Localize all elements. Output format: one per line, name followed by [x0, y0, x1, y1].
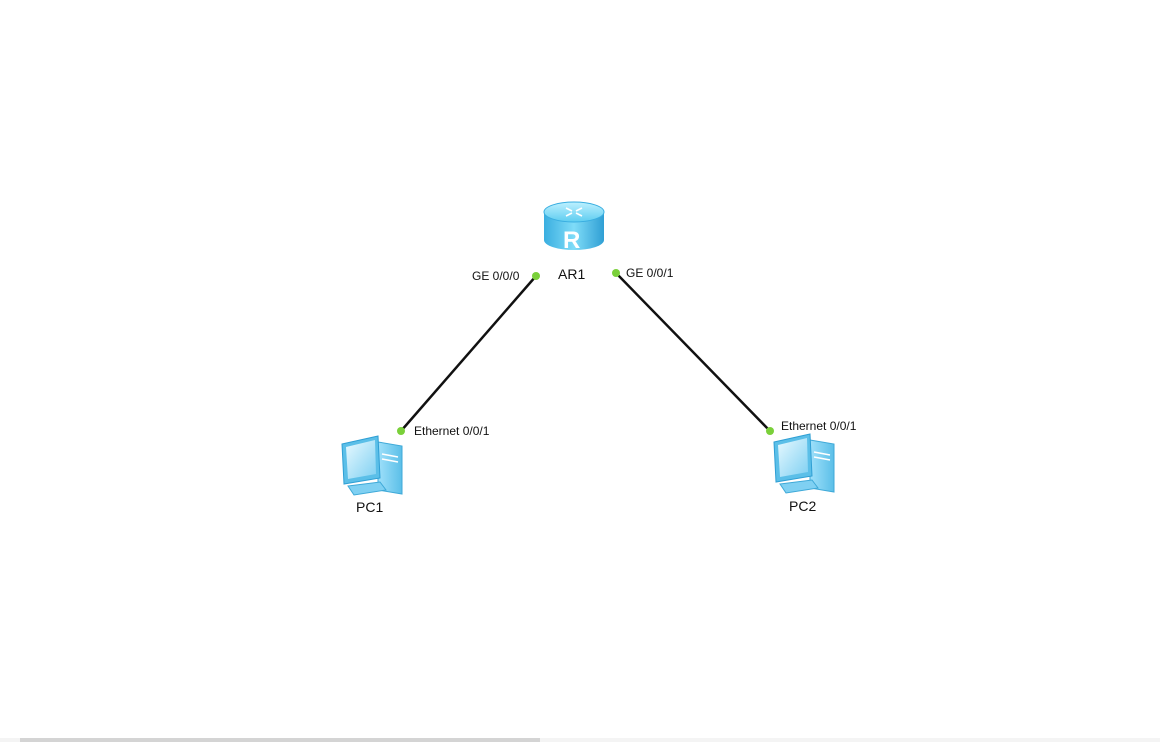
port-dot-pc2-eth: [766, 427, 774, 435]
port-dot-ge001: [612, 269, 620, 277]
router-icon: R: [543, 201, 605, 254]
pc1-label: PC1: [356, 499, 383, 515]
port-dot-ge000: [532, 272, 540, 280]
port-label-ar1-ge001: GE 0/0/1: [626, 266, 674, 280]
horizontal-scrollbar-thumb[interactable]: [20, 738, 540, 742]
port-label-ar1-ge000: GE 0/0/0: [472, 269, 520, 283]
router-ar1[interactable]: R AR1: [543, 201, 605, 282]
link-ar1-pc1[interactable]: [400, 275, 537, 432]
pc1[interactable]: PC1: [341, 435, 403, 515]
pc-icon: [773, 433, 835, 494]
port-label-pc2-eth: Ethernet 0/0/1: [781, 419, 857, 433]
horizontal-scrollbar-track[interactable]: [0, 738, 1160, 742]
pc-icon: [341, 435, 403, 496]
port-label-pc1-eth: Ethernet 0/0/1: [414, 424, 490, 438]
pc2[interactable]: PC2: [773, 433, 835, 514]
svg-text:R: R: [563, 227, 580, 254]
router-label: AR1: [558, 266, 585, 282]
link-ar1-pc2[interactable]: [615, 272, 771, 432]
port-dot-pc1-eth: [397, 427, 405, 435]
pc2-label: PC2: [789, 498, 816, 514]
